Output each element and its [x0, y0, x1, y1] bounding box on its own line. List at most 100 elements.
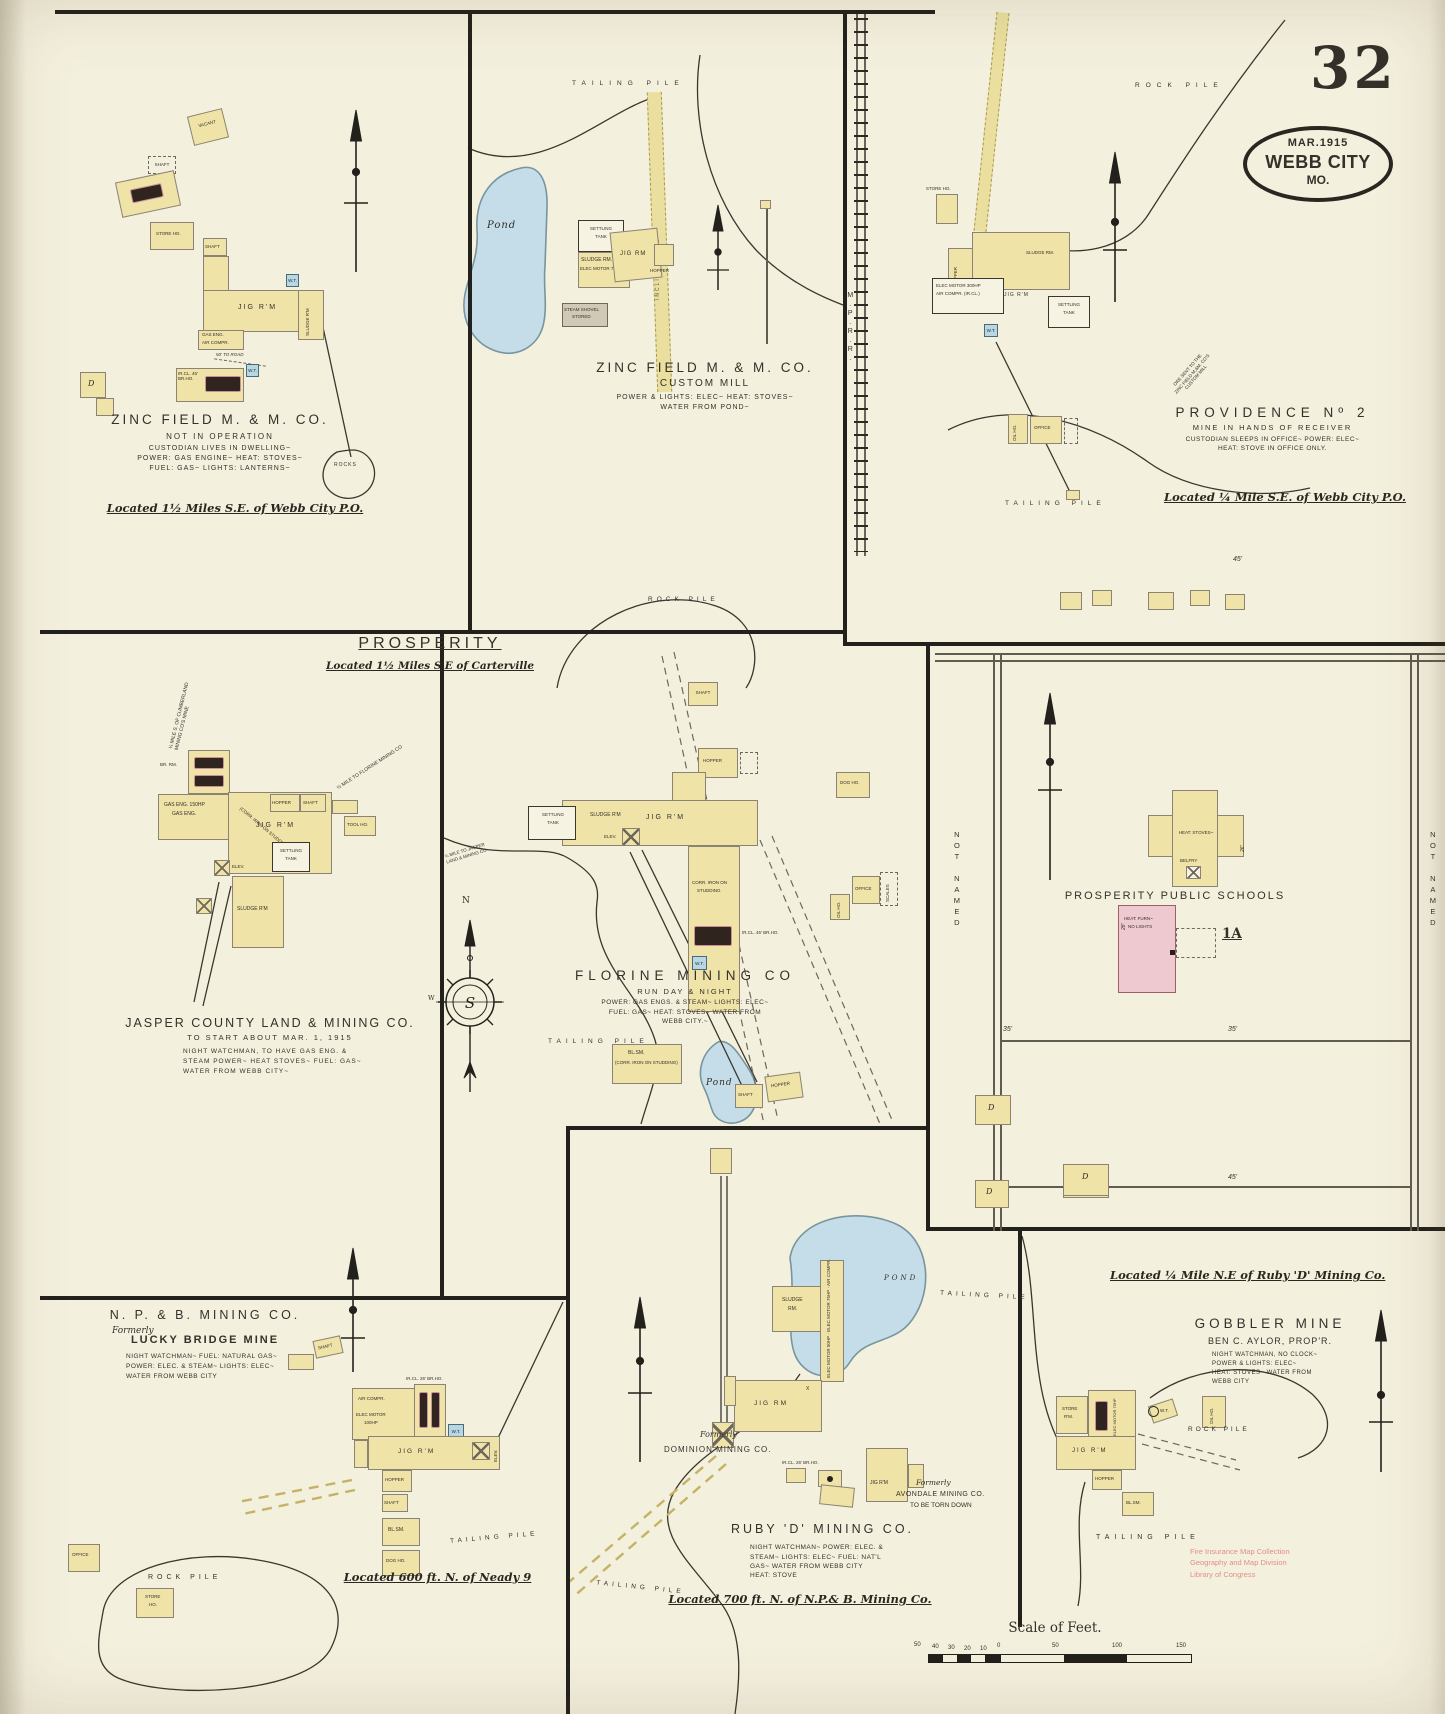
shaft-tram-line	[766, 208, 768, 344]
building-label: HOPPER	[385, 1477, 405, 1482]
building-blacksmith	[1122, 1492, 1154, 1516]
stamp-state: MO.	[1306, 173, 1330, 188]
building-settling-tank	[272, 842, 310, 872]
scale-segment	[957, 1655, 971, 1662]
building-engine-room	[932, 278, 1004, 314]
p3-title: PROVIDENCE Nº 2	[1175, 405, 1370, 420]
p1-located: Located 1½ Miles S.E. of Webb City P.O.	[106, 501, 364, 515]
building-label: D	[986, 1187, 993, 1196]
building-label: SETTLING	[589, 226, 612, 231]
building-oil-house	[1202, 1396, 1226, 1428]
building-hopper	[1092, 1470, 1122, 1490]
panel-border	[1018, 1227, 1022, 1627]
building-wing	[908, 1464, 924, 1488]
panel-border	[40, 1296, 570, 1300]
building-label: IR.CL. 26' BR.HO.	[782, 1460, 819, 1465]
building-tool-house	[344, 816, 376, 836]
building-label: ELEC MOTOR	[356, 1412, 386, 1417]
block-plate-number: 1A	[1222, 926, 1242, 942]
building-label: SETTLING	[1057, 302, 1080, 307]
building-shed	[1190, 590, 1210, 606]
building-label: ELEC MOTOR 75HP	[1112, 1398, 1117, 1437]
boiler-dot	[827, 1476, 833, 1482]
p8-note: NIGHT WATCHMAN~ POWER: ELEC. &	[750, 1544, 884, 1551]
building-label: SLUDGE R'M	[590, 812, 621, 818]
p7-note: POWER: ELEC. & STEAM~ LIGHTS: ELEC~	[126, 1363, 275, 1370]
water-tank	[1148, 1406, 1159, 1417]
scale-title: Scale of Feet.	[1008, 1620, 1102, 1636]
building-label: STORED	[572, 314, 591, 319]
building-label: OFFICE	[855, 886, 872, 891]
building-label: SLUDGE RM.	[1026, 250, 1055, 255]
scale-bar	[928, 1654, 1192, 1663]
building-label: SHAFT	[695, 690, 711, 695]
building-label: SHAFT	[384, 1500, 399, 1505]
p2-subtitle: CUSTOM MILL	[659, 378, 751, 389]
p2-note: POWER & LIGHTS: ELEC~ HEAT: STOVES~	[616, 394, 794, 401]
panel-border	[566, 1126, 930, 1130]
street-line	[1000, 653, 1002, 1231]
construction-note: STUDDING	[697, 888, 721, 893]
panel-border	[566, 1126, 570, 1714]
building-elevator	[622, 828, 640, 846]
water-tank-label: W.T.	[1160, 1408, 1169, 1413]
building-label: TANK	[547, 820, 559, 825]
building-label: ELEV.	[232, 864, 245, 869]
p7-located: Located 600 ft. N. of Neady 9	[343, 1570, 532, 1584]
building-label: D	[88, 379, 95, 388]
scale-tick: 50	[1052, 1643, 1059, 1649]
p8-formerly: Formerly	[916, 1478, 951, 1487]
p9-note: WEBB CITY	[1212, 1379, 1250, 1385]
tailing-pile-label: TAILING PILE	[548, 1038, 649, 1045]
p8-former-name: DOMINION MINING CO.	[664, 1445, 772, 1454]
building-shaft	[203, 238, 227, 256]
p5-note: WEBB CITY.~	[661, 1018, 709, 1025]
date-stamp: MAR.1915 WEBB CITY MO.	[1243, 126, 1393, 202]
building-blacksmith	[382, 1518, 420, 1546]
building-label: GAS ENG.	[172, 811, 197, 817]
p8-note: TO BE TORN DOWN	[910, 1502, 972, 1509]
rock-pile-label: ROCK PILE	[148, 1574, 222, 1581]
building-elevator	[214, 860, 230, 876]
panel-border	[843, 642, 1445, 646]
p7-title: N. P. & B. MINING CO.	[109, 1308, 301, 1322]
p1-title: ZINC FIELD M. & M. CO.	[111, 412, 329, 427]
p5-title: FLORINE MINING CO	[574, 968, 795, 983]
building-office	[68, 1544, 100, 1572]
building-dwelling	[1063, 1164, 1109, 1196]
building-label: SCALES	[885, 884, 890, 902]
street-line	[1417, 653, 1419, 1231]
building-label: HOPPER	[703, 758, 723, 763]
building-label: SLUDGE R'M	[305, 308, 310, 336]
building-mill-wing	[203, 256, 229, 292]
railroad-track	[854, 14, 868, 556]
building-engine-room	[352, 1388, 418, 1440]
building-annex	[724, 1376, 736, 1406]
building-label: BL.SM.	[1126, 1500, 1141, 1505]
building-store-house	[936, 194, 958, 224]
building-elevator	[712, 1422, 734, 1448]
building-label: IR.CL. 26' BR.HO.	[406, 1376, 443, 1381]
building-label: ELEV.	[493, 1449, 498, 1462]
p1-note: FUEL: GAS~ LIGHTS: LANTERNS~	[149, 465, 291, 472]
building-mill-link	[672, 772, 706, 802]
building-label: AIR COMPR. (IR.CL.)	[936, 291, 980, 296]
building-porch	[1064, 418, 1078, 444]
lot-dimension: 28'	[1121, 923, 1127, 930]
building-blacksmith	[612, 1044, 682, 1084]
watermark-line: Geography and Map Division	[1190, 1558, 1287, 1568]
building-label: HEAT: FURN~	[1124, 916, 1153, 921]
p8-located: Located 700 ft. N. of N.P.& B. Mining Co…	[668, 1592, 932, 1606]
building-label: DOG HO.	[840, 780, 860, 785]
p3-note: CUSTODIAN SLEEPS IN OFFICE~ POWER: ELEC~	[1185, 436, 1360, 443]
p9-subtitle: BEN C. AYLOR, PROP'R.	[1207, 1336, 1333, 1346]
building-sludge-room	[772, 1286, 822, 1332]
building-store-house	[150, 222, 194, 250]
chimney-dot	[1170, 950, 1175, 955]
building-sludge-room	[298, 290, 324, 340]
panel-border	[55, 10, 935, 14]
building-shed	[1092, 590, 1112, 606]
building-settling-tank	[1048, 296, 1090, 328]
building-label: JIG R'M	[398, 1448, 436, 1455]
